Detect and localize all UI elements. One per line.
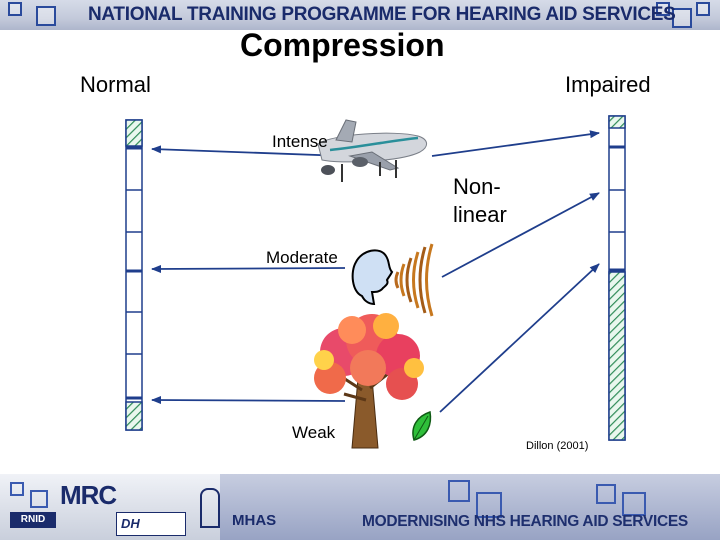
moderate-to-impaired-arrow: [441, 192, 600, 278]
intense-label: Intense: [272, 132, 328, 151]
airplane-icon: [317, 119, 427, 182]
footer-square-decoration: [622, 492, 646, 516]
top-banner: [0, 0, 720, 30]
footer-square-decoration: [10, 482, 24, 496]
weak-label: Weak: [292, 423, 336, 442]
impaired-scale: [608, 115, 626, 441]
dh-logo: DH: [116, 512, 186, 536]
intense-to-normal-arrow: [151, 145, 346, 157]
intense-to-impaired-arrow: [431, 130, 600, 157]
mhas-logo: MHAS: [232, 512, 277, 529]
impaired-scale-top-hatch: [608, 115, 626, 129]
normal-scale-bottom-hatch: [125, 401, 143, 431]
weak-to-impaired-arrow: [439, 263, 600, 413]
university-crest-icon: [200, 488, 220, 528]
leaf-icon: [412, 411, 432, 441]
normal-scale: [125, 119, 143, 431]
banner-square-decoration: [656, 2, 670, 16]
tree-icon: [314, 313, 424, 449]
banner-square-decoration: [696, 2, 710, 16]
banner-square-decoration: [8, 2, 22, 16]
normal-label: Normal: [80, 72, 151, 97]
footer-square-decoration: [448, 480, 470, 502]
source-credit: Dillon (2001): [526, 440, 589, 452]
footer-square-decoration: [476, 492, 502, 518]
normal-scale-top-hatch: [125, 119, 143, 147]
non-linear-label-line1: Non-: [453, 174, 501, 199]
impaired-scale-bottom-hatch: [608, 271, 626, 441]
impaired-label: Impaired: [565, 72, 651, 97]
dh-logo-text: DH: [121, 516, 140, 531]
non-linear-label-line2: linear: [453, 202, 507, 227]
footer-title: MODERNISING NHS HEARING AID SERVICES: [362, 513, 688, 530]
banner-square-decoration: [36, 6, 56, 26]
moderate-label: Moderate: [266, 248, 338, 267]
slide-title: Compression: [240, 27, 445, 63]
mrc-logo: MRC: [60, 480, 117, 510]
speaking-head-icon: [351, 243, 434, 317]
banner-title: NATIONAL TRAINING PROGRAMME FOR HEARING …: [88, 4, 676, 25]
footer-square-decoration: [596, 484, 616, 504]
moderate-to-normal-arrow: [151, 264, 346, 273]
rnid-logo: RNID: [10, 512, 56, 528]
banner-square-decoration: [672, 8, 692, 28]
footer-band: [220, 474, 720, 540]
footer-square-decoration: [30, 490, 48, 508]
weak-to-normal-arrow: [151, 396, 346, 405]
